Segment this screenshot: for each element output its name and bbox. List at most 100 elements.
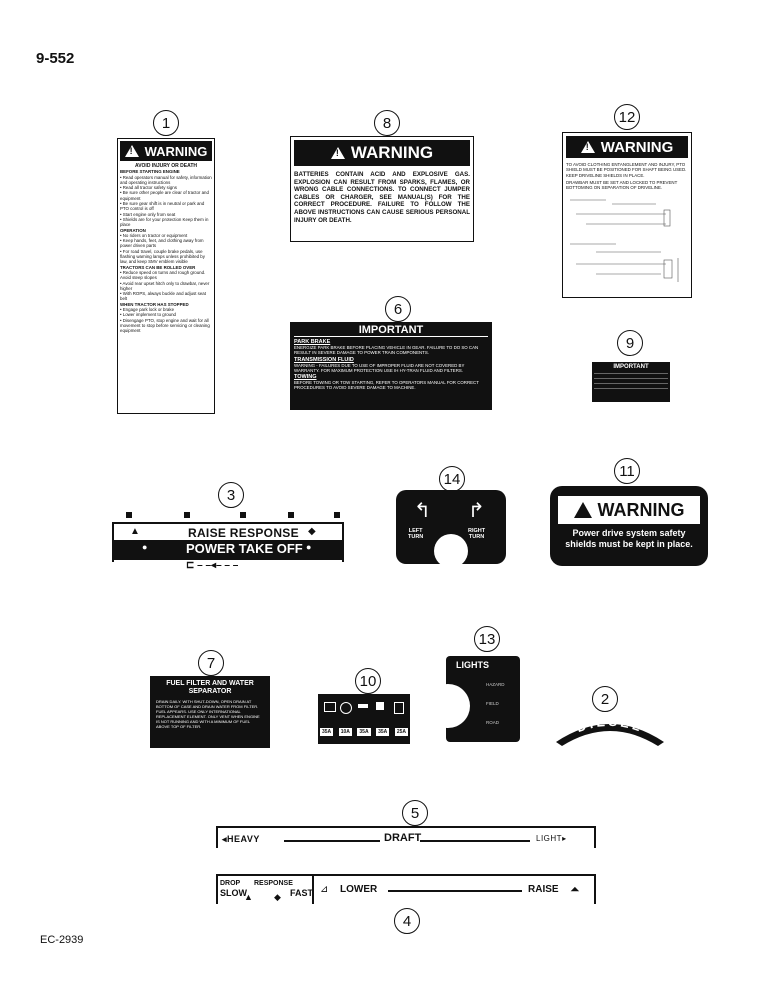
decal-11-header-text: WARNING	[597, 499, 685, 520]
decal-11-power-drive-warning: WARNING Power drive system safety shield…	[550, 486, 708, 566]
fuse-rating: 35A	[357, 728, 371, 736]
callout-14: 14	[439, 466, 465, 492]
callout-5: 5	[402, 800, 428, 826]
decal-1-header: WARNING	[120, 141, 212, 161]
pto-off-icon: ●	[142, 542, 148, 552]
svg-text:DIESEL: DIESEL	[575, 714, 646, 735]
decal-1-line: AVOID INJURY OR DEATH	[134, 163, 198, 169]
decal-2-text: DIESEL	[575, 714, 643, 735]
fuse-rating: 25A	[394, 728, 408, 736]
decal-12-pto-shield-warning: WARNING TO AVOID CLOTHING ENTANGLEMENT A…	[562, 132, 692, 298]
decal-1-line: • With ROPS, always buckle and adjust se…	[120, 291, 206, 302]
warning-triangle-icon	[580, 141, 595, 153]
raise-implement-icon: ⏶	[570, 882, 580, 896]
decal-6-important: IMPORTANT PARK BRAKE ENERGIZE PARK BRAKE…	[290, 322, 492, 410]
decal-6-transmission-text: WARNING - FAILURES DUE TO USE OF IMPROPE…	[294, 362, 465, 373]
callout-number: 11	[619, 462, 635, 480]
decal-1-line: • Read operators manual for safety, info…	[120, 174, 212, 185]
callout-number: 1	[161, 114, 171, 132]
decal-14-turn-signals: ↰ ↱ LEFT TURN RIGHT TURN	[396, 490, 506, 568]
fuse-rating: 35A	[376, 728, 390, 736]
decal-6-header: IMPORTANT	[294, 324, 488, 337]
decal-1-line: • Read all tractor safety signs	[120, 185, 177, 191]
decal-5-right: LIGHT▸	[536, 834, 567, 843]
decal-1-line: • Keep hands, feet, and clothing away fr…	[120, 238, 204, 249]
light-position-label: HAZARD	[486, 682, 505, 687]
callout-number: 13	[478, 630, 496, 648]
page-number: 9-552	[36, 50, 75, 67]
decal-1-line: • Be sure other people are clear of trac…	[120, 190, 209, 201]
callout-number: 4	[402, 912, 412, 930]
callout-2: 2	[592, 686, 618, 712]
callout-1: 1	[153, 110, 179, 136]
decal-1-line: • Reduce speed on turns and rough ground…	[120, 269, 206, 281]
decal-11-body: Power drive system safety shields must b…	[565, 528, 693, 549]
decal-4-slow: SLOW	[220, 888, 247, 898]
light-position-label: FIELD	[486, 701, 499, 706]
decal-8-header: WARNING	[294, 140, 470, 166]
decal-4-lower: LOWER	[340, 884, 378, 895]
pto-on-icon: ●	[306, 542, 312, 552]
lower-implement-icon: ⊿	[320, 884, 329, 895]
callout-number: 8	[382, 114, 392, 132]
left-turn-arrow-icon: ↰	[414, 500, 431, 522]
decal-14-left-turn: LEFT TURN	[408, 528, 424, 540]
callout-number: 9	[625, 334, 635, 352]
decal-5-heavy: HEAVY	[227, 834, 260, 844]
callout-number: 14	[443, 470, 461, 488]
fuse-rating: 35A	[320, 728, 334, 736]
decal-7-body: DRAIN DAILY. WITH SHUT-DOWN, OPEN DRAIN …	[156, 699, 260, 729]
decal-1-header-text: WARNING	[144, 143, 208, 159]
decal-6-towing-text: BEFORE TOWING OR TOW STARTING, REFER TO …	[294, 380, 479, 391]
decal-12-text-2: DRAWBAR MUST BE SET AND LOCKED TO PREVEN…	[566, 179, 678, 191]
callout-number: 10	[359, 672, 377, 690]
callout-number: 3	[226, 486, 236, 504]
callout-number: 2	[600, 690, 610, 708]
decal-1-line: WHEN TRACTOR HAS STOPPED	[120, 301, 189, 307]
rabbit-icon: ◆	[274, 892, 281, 902]
decal-14-right-turn: RIGHT TURN	[468, 528, 486, 540]
decal-9-important-small: IMPORTANT	[592, 362, 670, 402]
decal-4-raise-lower: DROP RESPONSE SLOW FAST ▲ ◆ ⊿ LOWER RAIS…	[216, 872, 596, 906]
right-turn-arrow-icon: ↱	[468, 500, 485, 522]
decal-12-header: WARNING	[566, 136, 688, 158]
decal-1-line: BEFORE STARTING ENGINE	[120, 169, 180, 175]
decal-4-fast: FAST	[290, 888, 314, 898]
decal-6-park-brake-text: ENERGIZE PARK BRAKE BEFORE PLACING VEHIC…	[294, 345, 479, 356]
warning-triangle-icon	[573, 502, 592, 518]
decal-6-transmission-title: TRANSMISSION FLUID	[294, 356, 354, 363]
decal-12-text-1: TO AVOID CLOTHING ENTANGLEMENT AND INJUR…	[566, 162, 687, 178]
fuse-rating: 10A	[338, 728, 352, 736]
rabbit-icon: ◆	[308, 526, 316, 537]
decal-1-line: • Be sure gear shift is in neutral or pa…	[120, 201, 205, 212]
decal-1-line: • Avoid rear upset hitch only to drawbar…	[120, 280, 210, 291]
pto-arrow-icon: ⊏ – –◂– – –	[186, 560, 239, 571]
decal-13-title: LIGHTS	[456, 660, 489, 670]
decal-3-power-take-off: POWER TAKE OFF	[186, 541, 303, 556]
callout-13: 13	[474, 626, 500, 652]
decal-10-fuse-panel: 35A 10A 35A 35A 25A	[318, 694, 410, 744]
decal-5-left: ◂HEAVY	[222, 834, 260, 844]
turtle-icon: ▲	[244, 892, 253, 902]
decal-12-header-text: WARNING	[600, 138, 674, 156]
decal-7-fuel-filter: FUEL FILTER AND WATER SEPARATOR DRAIN DA…	[150, 676, 270, 748]
decal-7-title: FUEL FILTER AND WATER SEPARATOR	[166, 680, 254, 695]
callout-number: 7	[206, 654, 216, 672]
decal-5-draft-control: ◂HEAVY DRAFT LIGHT▸	[216, 826, 596, 850]
decal-3-raise-response-pto: ▲ ◆ RAISE RESPONSE ● ● POWER TAKE OFF ⊏ …	[112, 508, 344, 574]
light-position-label: ROAD	[486, 720, 500, 725]
decal-8-body: BATTERIES CONTAIN ACID AND EXPLOSIVE GAS…	[294, 171, 470, 224]
decal-1-line: • Lower implement to ground	[120, 312, 176, 318]
callout-10: 10	[355, 668, 381, 694]
decal-1-line: • Disengage PTO, stop engine and wait fo…	[120, 317, 210, 334]
callout-number: 5	[410, 804, 420, 822]
turtle-icon: ▲	[130, 526, 140, 537]
callout-number: 12	[618, 108, 636, 126]
decal-8-battery-warning: WARNING BATTERIES CONTAIN ACID AND EXPLO…	[290, 136, 474, 242]
decal-5-draft: DRAFT	[384, 832, 422, 844]
decal-6-park-brake-title: PARK BRAKE	[294, 339, 331, 345]
callout-7: 7	[198, 650, 224, 676]
callout-4: 4	[394, 908, 420, 934]
